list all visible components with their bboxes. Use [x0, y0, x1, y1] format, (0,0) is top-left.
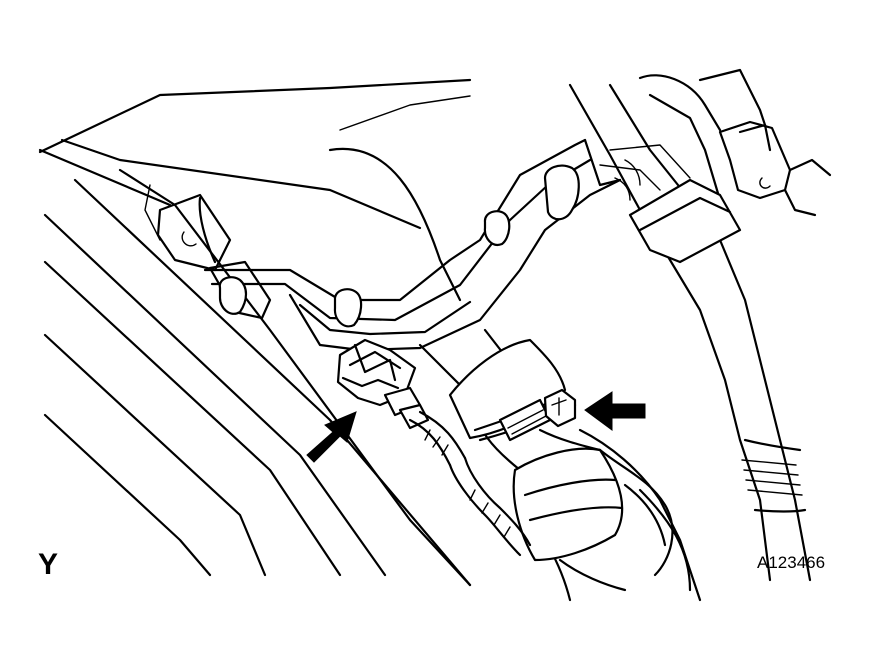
flex-bellows — [512, 428, 674, 592]
arrow-to-connector — [306, 411, 357, 463]
view-label: Y — [38, 548, 59, 581]
mounting-studs — [218, 164, 580, 328]
pipe-clamp — [448, 338, 577, 442]
right-bracket — [638, 68, 832, 217]
arrow-to-clamp-bolt — [584, 391, 646, 431]
underbody-panel — [38, 78, 472, 587]
right-pipe — [568, 83, 812, 582]
clamp-bolt — [543, 388, 577, 428]
sensor-wire — [408, 410, 532, 557]
pointer-arrows — [306, 391, 646, 463]
sensor-connector — [336, 338, 430, 430]
figure-id: A123466 — [757, 553, 826, 572]
right-hose-clamp — [599, 144, 742, 264]
